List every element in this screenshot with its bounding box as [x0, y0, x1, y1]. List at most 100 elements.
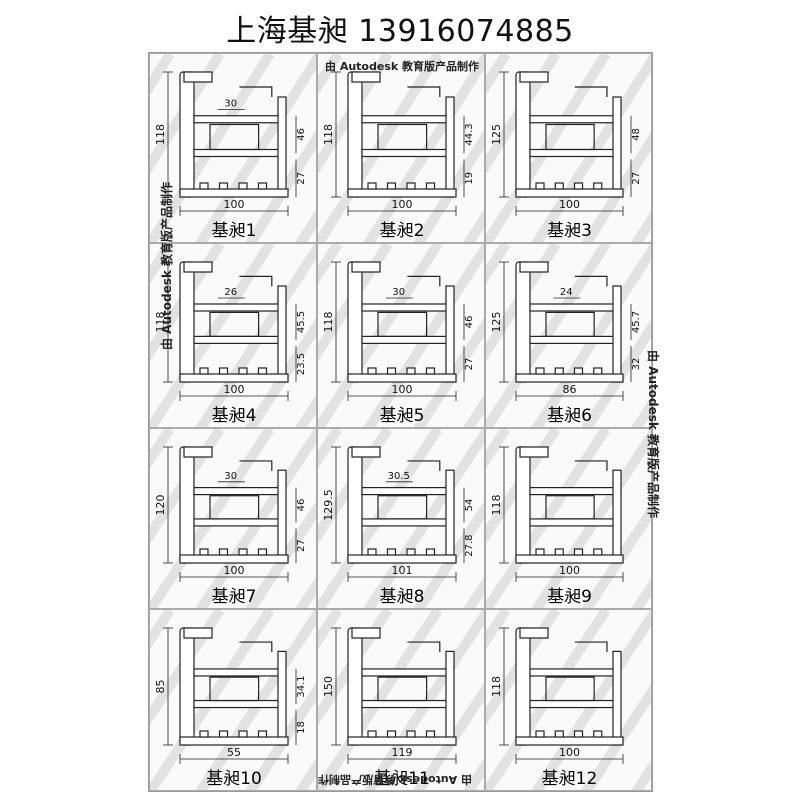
- profile-bar-lower: [529, 518, 618, 527]
- watermark-stripe: [413, 318, 484, 427]
- profile-bar-lower: [361, 335, 451, 345]
- profile-bar-lower: [361, 518, 451, 527]
- profile-wall-left: [179, 446, 195, 564]
- profile-bar-lower: [361, 148, 451, 158]
- width-value: 100: [224, 564, 245, 577]
- profile-tooth: [406, 730, 416, 738]
- profile-lip: [574, 275, 608, 287]
- profile-chamber: [377, 495, 428, 520]
- watermark-bottom: 由 Autodesk 教育版产品制作: [318, 773, 473, 786]
- profile-bar-upper: [361, 115, 451, 124]
- watermark-stripe: [245, 130, 316, 242]
- profile-bar-lower: [193, 148, 283, 158]
- profile-chamber: [545, 311, 595, 338]
- profile-lip: [407, 86, 441, 97]
- dimension-lines: [331, 261, 465, 401]
- profile-hook: [351, 446, 381, 458]
- profile-tooth: [593, 548, 603, 556]
- profile-tooth: [257, 182, 268, 190]
- profile-tooth: [406, 182, 416, 190]
- width-value: 101: [392, 564, 413, 577]
- profile-tooth: [386, 730, 397, 738]
- profile-tooth: [425, 367, 436, 375]
- profile-tooth: [386, 548, 397, 556]
- profile-wall-left: [515, 71, 531, 198]
- profile-label: 基昶8: [380, 587, 425, 607]
- profile-bar-upper: [193, 486, 283, 496]
- profile-bar-lower: [361, 699, 451, 709]
- profile-tooth: [425, 548, 436, 556]
- profile-hook: [519, 71, 549, 83]
- width-value: 100: [224, 383, 245, 396]
- dimension-lines: [499, 261, 632, 401]
- profile-label: 基昶1: [212, 221, 257, 241]
- profile-base: [515, 188, 624, 198]
- profile-bar-upper: [193, 303, 283, 312]
- profile-bar-upper: [361, 486, 451, 496]
- inner-dimension-value: 30.5: [388, 471, 410, 482]
- profile-section: [179, 71, 289, 198]
- watermark-stripe: [318, 429, 393, 544]
- watermark-stripe: [150, 244, 225, 362]
- height-value: 85: [154, 680, 167, 694]
- dimension-lines: [163, 627, 297, 764]
- width-value: 100: [559, 198, 580, 211]
- inner-dimension-value: 30: [392, 287, 405, 298]
- profile-wall-right: [612, 650, 622, 746]
- profile-tooth: [238, 182, 248, 190]
- profile-wall-right: [277, 285, 287, 383]
- profile-tooth: [554, 182, 564, 190]
- width-value: 119: [392, 746, 413, 759]
- inner-dimension-value: 27: [464, 358, 475, 371]
- inner-dimension-value: 46: [296, 499, 307, 512]
- profile-base: [179, 373, 289, 383]
- profile-wall-right: [612, 285, 622, 383]
- profile-hook: [183, 446, 213, 458]
- profile-tooth: [218, 182, 229, 190]
- profile-chamber: [209, 123, 260, 151]
- profile-tooth: [199, 730, 209, 738]
- width-value: 86: [563, 383, 577, 396]
- inner-dimension-value: 32: [631, 358, 642, 371]
- watermark-stripe: [318, 54, 393, 175]
- profile-label: 基昶7: [212, 587, 257, 607]
- profile-lip: [407, 641, 441, 653]
- inner-dimension-value: 46: [464, 316, 475, 329]
- height-value: 125: [490, 124, 503, 145]
- profile-hook: [351, 261, 381, 273]
- profile-section: [179, 446, 289, 564]
- watermark-stripe: [150, 429, 225, 544]
- dimension-lines: [331, 627, 457, 764]
- profile-chamber: [209, 495, 260, 520]
- dimension-lines: [499, 71, 632, 216]
- profile-tooth: [386, 182, 397, 190]
- inner-dimension-value: 30: [224, 471, 237, 482]
- profile-tooth: [554, 367, 564, 375]
- profile-bar-upper: [361, 668, 451, 677]
- inner-dimension-value: 48: [631, 128, 642, 141]
- profile-wall-right: [445, 469, 455, 564]
- profile-base: [515, 373, 624, 383]
- profile-tooth: [257, 548, 268, 556]
- profile-section: [347, 627, 457, 746]
- profile-section: [515, 627, 624, 746]
- profile-tooth: [238, 367, 248, 375]
- profile-bar-lower: [529, 335, 618, 345]
- profile-lip: [239, 641, 273, 653]
- profile-wall-left: [347, 446, 363, 564]
- watermark-right: 由 Autodesk 教育版产品制作: [646, 350, 660, 519]
- watermark-stripe: [245, 318, 316, 427]
- profile-tooth: [554, 730, 564, 738]
- profile-base: [179, 188, 289, 198]
- profile-bar-lower: [529, 699, 618, 709]
- profile-hook: [519, 261, 549, 273]
